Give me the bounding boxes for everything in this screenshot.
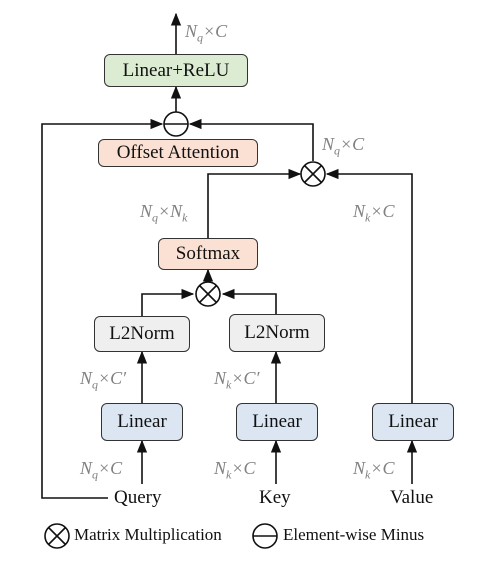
- dim-attention-map: Nq×Nk: [140, 201, 188, 225]
- linear-query-box: Linear: [101, 403, 183, 441]
- l2norm-right-box: L2Norm: [229, 314, 325, 352]
- offset-attention-box: Offset Attention: [98, 139, 258, 167]
- softmax-to-mult-arrow: [207, 168, 302, 238]
- dim-top-output: Nq×C: [185, 21, 228, 45]
- legend-matrix-multiplication-label: Matrix Multiplication: [74, 525, 222, 544]
- legend-matrix-multiplication-icon: [44, 523, 70, 549]
- legend-element-wise-minus-icon: [252, 523, 278, 549]
- dim-key-projection: Nk×C′: [214, 368, 260, 392]
- l2norm-right-to-mult-arrow: [221, 288, 277, 316]
- value-to-mult-arrow: [325, 168, 413, 403]
- value-label: Value: [390, 487, 434, 508]
- softmax-box: Softmax: [158, 238, 258, 270]
- key-label: Key: [259, 487, 291, 508]
- linear-value-box: Linear: [372, 403, 454, 441]
- dim-value: Nk×C: [353, 201, 395, 225]
- attention-to-minus-arrow: [188, 118, 314, 161]
- query-skip-arrow: [41, 118, 164, 499]
- dim-value-input: Nk×C: [353, 458, 395, 482]
- dim-attention-output: Nq×C: [322, 134, 365, 158]
- linear-relu-box: Linear+ReLU: [104, 54, 248, 87]
- linear-key-box: Linear: [236, 403, 318, 441]
- query-label: Query: [114, 487, 162, 508]
- dim-query-projection: Nq×C′: [80, 368, 127, 392]
- dim-query-input: Nq×C: [80, 458, 123, 482]
- legend-element-wise-minus-label: Element-wise Minus: [283, 525, 425, 544]
- matrix-multiplication-icon: [195, 281, 221, 307]
- element-wise-minus-icon: [163, 111, 189, 137]
- matrix-multiplication-icon: [300, 161, 326, 187]
- dim-key-input: Nk×C: [214, 458, 256, 482]
- l2norm-left-box: L2Norm: [94, 316, 190, 352]
- l2norm-left-to-mult-arrow: [141, 288, 195, 316]
